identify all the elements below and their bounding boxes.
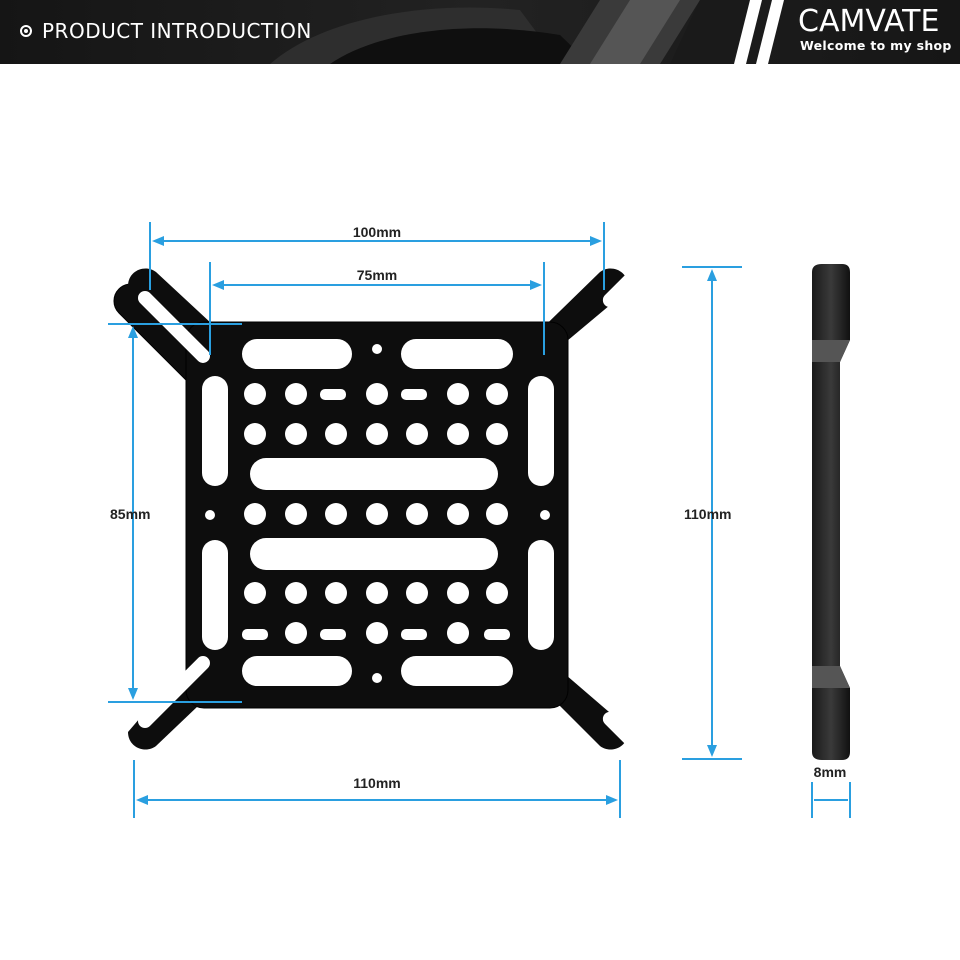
header-banner: PRODUCT INTRODUCTION CAMVATE Welcome to … <box>0 0 960 64</box>
banner-title-group: PRODUCT INTRODUCTION <box>20 19 312 43</box>
brand-name: CAMVATE <box>798 4 940 39</box>
mounting-plate <box>113 235 675 784</box>
radio-bullet-icon <box>20 25 32 37</box>
dim-label-left-height: 85mm <box>110 506 150 522</box>
banner-background <box>0 0 960 64</box>
dim-label-thickness: 8mm <box>814 764 847 780</box>
brand-tagline: Welcome to my shop <box>800 38 952 53</box>
dimension-lines <box>108 222 851 818</box>
banner-title: PRODUCT INTRODUCTION <box>42 19 312 43</box>
dim-label-side-height: 110mm <box>684 506 731 522</box>
dim-label-top-inner: 75mm <box>357 267 397 283</box>
product-diagram: 100mm 75mm 85mm 110mm 110mm 8mm <box>108 222 851 818</box>
dim-label-top-outer: 100mm <box>353 224 401 240</box>
side-profile <box>812 264 850 760</box>
dim-label-bottom-width: 110mm <box>353 775 400 791</box>
